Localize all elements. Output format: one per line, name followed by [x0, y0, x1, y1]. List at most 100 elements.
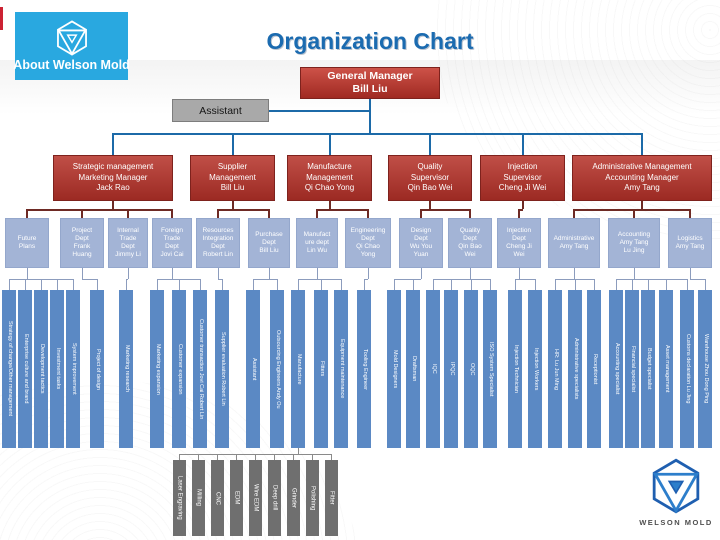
operation-node[interactable]: Fitter — [325, 460, 338, 536]
connector-line — [633, 268, 635, 279]
connector-line — [24, 279, 26, 290]
gm-node[interactable]: General Manager Bill Liu — [300, 67, 440, 99]
connector-line — [641, 133, 643, 155]
staff-node[interactable]: Supplier evaluation Robert Lin — [215, 290, 229, 448]
connector-line — [96, 279, 98, 290]
department-node[interactable]: Resources Integration Dept Robert Lin — [196, 218, 240, 268]
connector-line — [276, 279, 278, 290]
staff-node[interactable]: Customer expansion — [172, 290, 186, 448]
department-node[interactable]: Purchase Dept Bill Liu — [248, 218, 290, 268]
connector-line — [515, 279, 535, 280]
staff-node[interactable]: Draftsman — [406, 290, 420, 448]
staff-node[interactable]: Receptionist — [587, 290, 601, 448]
operation-node[interactable]: Deep drill — [268, 460, 281, 536]
staff-node[interactable]: Assistant — [246, 290, 260, 448]
staff-node[interactable]: Warehouse Zhou Dong Ping — [698, 290, 712, 448]
connector-line — [221, 279, 223, 290]
staff-node[interactable]: Marketing research — [119, 290, 133, 448]
operation-node[interactable]: Wire EDM — [249, 460, 262, 536]
staff-node[interactable]: Strategy of change/Other management — [2, 290, 16, 448]
staff-node[interactable]: Injection Workers — [528, 290, 542, 448]
operation-node[interactable]: Polishing — [306, 460, 319, 536]
connector-line — [218, 279, 222, 280]
staff-node[interactable]: Marketing expansion — [150, 290, 164, 448]
department-node[interactable]: Future Plans — [5, 218, 49, 268]
staff-node[interactable]: Enterprise culture and brand — [18, 290, 32, 448]
connector-line — [254, 454, 256, 460]
department-node[interactable]: Logistics Amy Tang — [668, 218, 712, 268]
staff-node[interactable]: Investment tasks — [50, 290, 64, 448]
staff-node[interactable]: Asset management — [659, 290, 673, 448]
operation-node[interactable]: Grinder — [287, 460, 300, 536]
staff-node[interactable]: Accounting specialist — [609, 290, 623, 448]
footer-logo-cube-icon — [652, 458, 700, 514]
staff-node[interactable]: HR: Lu Jun Ming — [548, 290, 562, 448]
staff-node[interactable]: Customs declaration Lu Jing — [680, 290, 694, 448]
connector-line — [297, 448, 299, 454]
connector-line — [171, 209, 173, 218]
staff-node[interactable]: Administrative specialists — [568, 290, 582, 448]
connector-line — [217, 268, 219, 279]
department-node[interactable]: Foreign Trade Dept Jovi Cai — [152, 218, 192, 268]
connector-line — [665, 279, 667, 290]
staff-node[interactable]: Financial specialist — [625, 290, 639, 448]
staff-node[interactable]: Manufacture — [291, 290, 305, 448]
staff-node[interactable]: Outsourcing Engineers Andy Ou — [270, 290, 284, 448]
staff-node[interactable]: Equipment maintenance — [334, 290, 348, 448]
staff-node[interactable]: ISO System Specialist — [483, 290, 497, 448]
manager-node[interactable]: Quality Supervisor Qin Bao Wei — [388, 155, 472, 201]
assistant-node[interactable]: Assistant — [172, 99, 269, 122]
staff-node[interactable]: Project of design — [90, 290, 104, 448]
department-node[interactable]: Project Dept Frank Huang — [60, 218, 104, 268]
connector-line — [393, 279, 395, 290]
operation-node[interactable]: Laser Engraving — [173, 460, 186, 536]
connector-line — [317, 209, 368, 211]
footer-logo: WELSON MOLD — [638, 458, 714, 536]
connector-line — [268, 268, 270, 279]
logo-text: About Welson Mold — [13, 58, 130, 72]
operation-node[interactable]: EDM — [230, 460, 243, 536]
manager-node[interactable]: Administrative Management Accounting Man… — [572, 155, 712, 201]
department-node[interactable]: Accounting Amy Tang Lu Jing — [608, 218, 660, 268]
staff-node[interactable]: System improvement — [66, 290, 80, 448]
connector-line — [127, 268, 129, 279]
staff-node[interactable]: Fitters — [314, 290, 328, 448]
staff-node[interactable]: Development tactics — [34, 290, 48, 448]
staff-node[interactable]: OQC — [464, 290, 478, 448]
connector-line — [40, 279, 42, 290]
connector-line — [320, 279, 322, 290]
operation-node[interactable]: Milling — [192, 460, 205, 536]
connector-line — [81, 268, 83, 279]
department-node[interactable]: Injection Dept Cheng Ji Wei — [497, 218, 541, 268]
connector-line — [328, 201, 331, 209]
connector-line — [253, 279, 277, 280]
staff-node[interactable]: Budget specialist — [641, 290, 655, 448]
staff-node[interactable]: Customer transaction Jovi Cai Robert Lin — [193, 290, 207, 448]
manager-node[interactable]: Injection Supervisor Cheng Ji Wei — [480, 155, 565, 201]
connector-line — [316, 209, 318, 218]
staff-node[interactable]: IPQC — [444, 290, 458, 448]
staff-node[interactable]: Mold Designers — [387, 290, 401, 448]
connector-line — [156, 279, 158, 290]
department-node[interactable]: Design Dept Wu You Yuan — [399, 218, 443, 268]
connector-line — [72, 279, 74, 290]
staff-node[interactable]: Tooling Engineer — [357, 290, 371, 448]
department-node[interactable]: Administrative Amy Tang — [548, 218, 600, 268]
manager-node[interactable]: Supplier Management Bill Liu — [190, 155, 275, 201]
manager-node[interactable]: Manufacture Management Qi Chao Yong — [287, 155, 372, 201]
connector-line — [127, 209, 129, 218]
manager-node[interactable]: Strategic management Marketing Manager J… — [53, 155, 173, 201]
connector-line — [514, 279, 516, 290]
connector-line — [432, 279, 434, 290]
connector-line — [469, 268, 471, 279]
department-node[interactable]: Manufact ure dept Lin Wu — [296, 218, 338, 268]
department-node[interactable]: Engineering Dept Qi Chao Yong — [345, 218, 391, 268]
footer-logo-text: WELSON MOLD — [639, 518, 713, 527]
staff-node[interactable]: Injection Technician — [508, 290, 522, 448]
connector-line — [367, 209, 369, 218]
department-node[interactable]: Internal Trade Dept Jimmy Li — [108, 218, 148, 268]
department-node[interactable]: Quality Dept Qin Bao Wei — [448, 218, 492, 268]
staff-node[interactable]: IQC — [426, 290, 440, 448]
connector-line — [218, 209, 269, 211]
operation-node[interactable]: CNC — [211, 460, 224, 536]
